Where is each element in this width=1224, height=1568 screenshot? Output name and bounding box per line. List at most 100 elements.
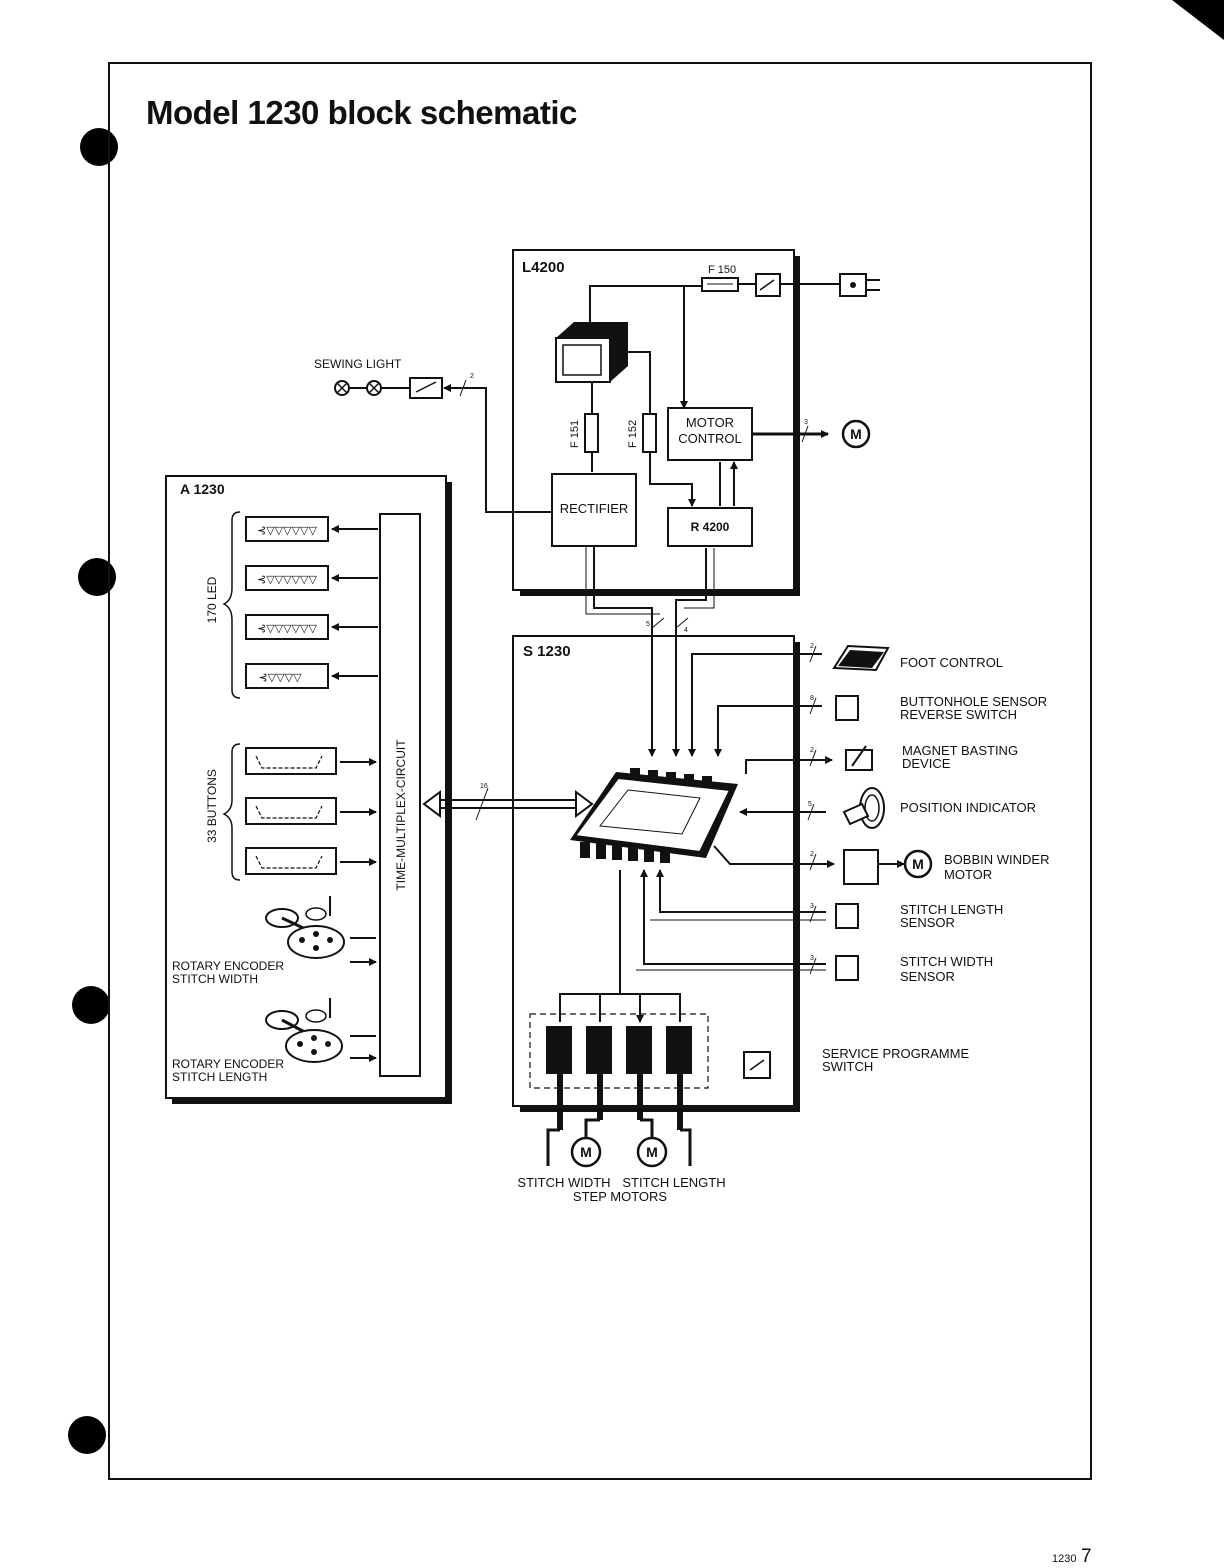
- bobbin-link: 2: [713, 845, 905, 885]
- rotary-encoder-stitch-width-icon: [265, 896, 376, 962]
- bobbin-bus-width: 2: [810, 851, 814, 858]
- stitch-length-sensor-icon: [835, 903, 859, 929]
- foot-control-icon: [832, 644, 890, 672]
- led-count-label: 170 LED: [205, 576, 219, 623]
- magnet-basting-icon: [845, 745, 873, 771]
- stitch-length-sensor-link: 3: [650, 869, 859, 929]
- sw-sensor-bus-width: 3: [810, 955, 814, 962]
- time-multiplex-circuit: [379, 513, 421, 1077]
- footer-page-number: 7: [1080, 1546, 1092, 1567]
- width-motor-symbol: M: [580, 1144, 592, 1160]
- bobbin-motor-icon: M: [903, 849, 933, 879]
- encoder-length-label-2: STITCH LENGTH: [172, 1070, 267, 1084]
- motor-control-label-2: CONTROL: [678, 431, 742, 446]
- led-row: ⊰▽▽▽▽▽▽: [245, 565, 378, 591]
- main-motor-symbol: M: [850, 426, 862, 442]
- l4200-block: L4200 F 150 F 151 F 152 MOTOR CONTRO: [512, 249, 880, 596]
- light-bus-width: 2: [470, 373, 474, 380]
- buttonhole-label-2: REVERSE SWITCH: [900, 707, 1017, 722]
- service-switch-icon: [743, 1051, 771, 1079]
- sl-sensor-label-1: STITCH LENGTH: [900, 902, 1003, 917]
- a1230-block: A 1230 TIME-MULTIPLEX-CIRCUIT 170 LED ⊰▽…: [165, 475, 452, 1104]
- sewing-light-label: SEWING LIGHT: [314, 357, 402, 371]
- step-motor-drivers: [529, 870, 709, 1166]
- f150-label: F 150: [708, 264, 736, 276]
- service-label-1: SERVICE PROGRAMME: [822, 1046, 969, 1061]
- page-frame: [108, 62, 1092, 1480]
- f152-label: F 152: [627, 420, 639, 448]
- button-row: [245, 747, 377, 775]
- step-motor-label-width: STITCH WIDTH: [517, 1175, 610, 1190]
- sw-sensor-label-2: SENSOR: [900, 969, 955, 984]
- sl-sensor-label-2: SENSOR: [900, 915, 955, 930]
- a1230-label: A 1230: [180, 481, 225, 497]
- transformer-icon: [555, 322, 628, 383]
- r4200-label: R 4200: [691, 520, 730, 534]
- buttonhole-sensor-icon: [835, 695, 859, 721]
- length-motor-symbol: M: [646, 1144, 658, 1160]
- stitch-width-motor-icon: M: [570, 1136, 602, 1168]
- foot-control-link: 2: [688, 643, 822, 757]
- stitch-length-motor-icon: M: [636, 1136, 668, 1168]
- svg-text:⊰▽▽▽▽▽▽: ⊰▽▽▽▽▽▽: [257, 525, 318, 537]
- page-title: Model 1230 block schematic: [146, 94, 577, 131]
- binder-hole: [80, 128, 118, 166]
- power-bus: 5 4: [585, 546, 715, 757]
- rectifier-label: RECTIFIER: [560, 501, 629, 516]
- magnet-label-2: DEVICE: [902, 756, 951, 771]
- s1230-label: S 1230: [523, 643, 571, 660]
- main-motor-bus-width: 3: [804, 419, 808, 426]
- mains-plug-icon: [839, 273, 880, 297]
- foot-control-label: FOOT CONTROL: [900, 655, 1003, 670]
- fuse-f152-icon: [642, 413, 657, 453]
- led-row: ⊰▽▽▽▽▽▽: [245, 614, 378, 640]
- binder-hole: [68, 1416, 106, 1454]
- position-label: POSITION INDICATOR: [900, 800, 1036, 815]
- motor-control-box: [667, 407, 753, 461]
- panel-bus: 16: [422, 783, 594, 821]
- buttonhole-label-1: BUTTONHOLE SENSOR: [900, 694, 1047, 709]
- motor-control-label-1: MOTOR: [686, 415, 734, 430]
- buttons-count-label: 33 BUTTONS: [205, 769, 219, 843]
- led-row: ⊰▽▽▽▽: [245, 663, 378, 689]
- f151-label: F 151: [569, 420, 581, 448]
- button-row: [245, 847, 377, 875]
- position-indicator-icon: [842, 787, 885, 829]
- svg-text:⊰▽▽▽▽▽▽: ⊰▽▽▽▽▽▽: [257, 623, 318, 635]
- fuse-f151-icon: [584, 413, 599, 453]
- sl-sensor-bus-width: 3: [810, 903, 814, 910]
- button-row: [245, 797, 377, 825]
- bobbin-label-1: BOBBIN WINDER: [944, 852, 1049, 867]
- bobbin-label-2: MOTOR: [944, 867, 992, 882]
- bus-right-width: 4: [684, 627, 688, 634]
- step-motor-label-length: STITCH LENGTH: [622, 1175, 725, 1190]
- sw-sensor-label-1: STITCH WIDTH: [900, 954, 993, 969]
- magnet-link: 2: [745, 745, 873, 774]
- svg-text:⊰▽▽▽▽: ⊰▽▽▽▽: [258, 672, 302, 684]
- encoder-width-label-1: ROTARY ENCODER: [172, 959, 284, 973]
- encoder-width-label-2: STITCH WIDTH: [172, 972, 258, 986]
- buttonhole-bus-width: 8: [810, 695, 814, 702]
- main-motor-icon: M: [841, 419, 871, 449]
- stitch-width-sensor-link: 3: [636, 869, 859, 981]
- binder-hole: [72, 986, 110, 1024]
- service-label-2: SWITCH: [822, 1059, 873, 1074]
- rotary-encoder-stitch-length-icon: [265, 998, 376, 1062]
- position-bus-width: 5: [808, 801, 812, 808]
- step-motors-label: STEP MOTORS: [573, 1189, 667, 1204]
- l4200-label: L4200: [522, 259, 565, 276]
- magnet-label-1: MAGNET BASTING: [902, 743, 1018, 758]
- corner-mark: [1172, 0, 1224, 40]
- magnet-bus-width: 2: [810, 747, 814, 754]
- multiplex-label: TIME-MULTIPLEX-CIRCUIT: [394, 739, 408, 891]
- bus-left-width: 5: [646, 621, 650, 628]
- position-link: 5: [739, 787, 885, 829]
- buttonhole-link: 8: [714, 695, 859, 757]
- svg-text:⊰▽▽▽▽▽▽: ⊰▽▽▽▽▽▽: [257, 574, 318, 586]
- bobbin-motor-symbol: M: [912, 856, 924, 872]
- encoder-length-label-1: ROTARY ENCODER: [172, 1057, 284, 1071]
- r4200-box: [667, 507, 753, 547]
- panel-bus-width: 16: [480, 783, 488, 790]
- foot-bus-width: 2: [810, 643, 814, 650]
